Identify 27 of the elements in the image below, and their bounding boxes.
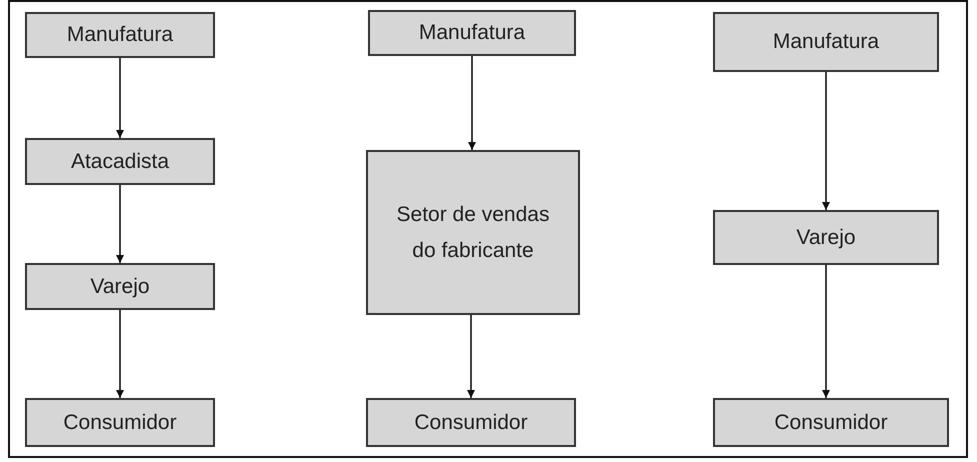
box-label: Consumidor [774, 410, 888, 436]
process-box [713, 210, 939, 265]
box-label: Manufatura [66, 22, 174, 48]
process-box [366, 150, 580, 315]
process-box [25, 12, 215, 58]
box-label: Consumidor [63, 410, 177, 436]
box-label: Manufatura [772, 29, 880, 56]
box-label: Consumidor [414, 410, 528, 436]
box-label: Setor de vendas do fabricante [396, 202, 550, 264]
process-box [713, 398, 949, 447]
arrow [116, 310, 124, 398]
arrow [468, 56, 476, 150]
process-box [368, 10, 576, 56]
process-box [25, 398, 215, 447]
box-label: Atacadista [70, 148, 170, 175]
process-box [713, 12, 939, 72]
process-box [25, 138, 215, 185]
process-box [366, 398, 576, 447]
process-box [25, 263, 215, 310]
box-label: Varejo [90, 274, 150, 300]
arrow [467, 315, 475, 398]
arrow [116, 58, 124, 138]
arrow [822, 72, 830, 210]
box-label: Manufatura [418, 20, 526, 46]
arrow [116, 185, 124, 263]
arrow [822, 265, 830, 398]
box-label: Varejo [796, 224, 856, 251]
